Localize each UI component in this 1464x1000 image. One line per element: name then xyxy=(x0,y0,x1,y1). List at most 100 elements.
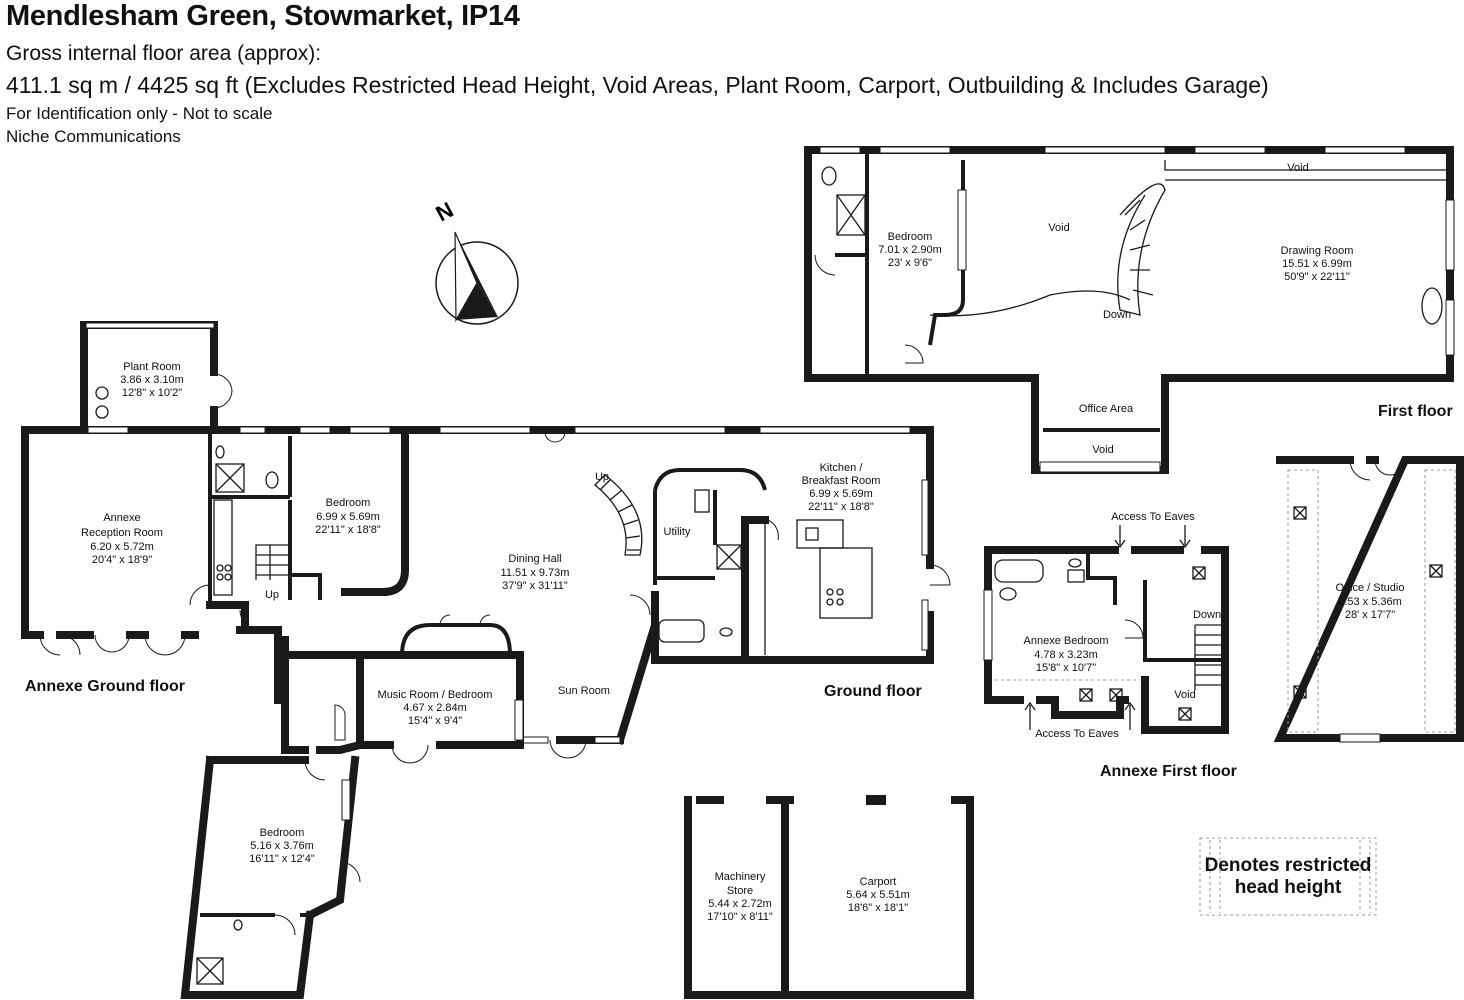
lower-bedroom-window xyxy=(341,779,351,821)
dining-stairs-up-label: Up xyxy=(595,471,609,483)
annexe-basin xyxy=(215,445,225,459)
carport-name: Carport xyxy=(860,876,897,888)
first-bedroom-door xyxy=(904,344,924,364)
area-subtitle: Gross internal floor area (approx): xyxy=(6,42,322,65)
annexe-shower-cross xyxy=(215,463,245,493)
access-eaves-bottom-label: Access To Eaves xyxy=(1035,728,1119,740)
dining-hall-imperial: 37'9" x 31'11" xyxy=(502,580,568,592)
annexe-bedroom-imperial: 15'8" x 10'7" xyxy=(1036,662,1096,674)
dining-right-wall xyxy=(615,591,659,745)
first-stair-treads xyxy=(1124,199,1154,296)
ground-bedroom-metric: 6.99 x 5.69m xyxy=(316,511,380,523)
music-room-name: Music Room / Bedroom xyxy=(378,689,493,701)
kitchen-name2: Breakfast Room xyxy=(802,475,881,487)
dining-stair-treads xyxy=(599,479,641,551)
kitchen-window-top xyxy=(759,426,911,434)
ground-bedroom-imperial: 22'11" x 18'8" xyxy=(315,524,381,536)
kitchen-island xyxy=(819,547,873,619)
music-room-curve xyxy=(400,623,512,656)
bedroom-void-wall xyxy=(928,160,965,346)
sun-room-name: Sun Room xyxy=(558,685,610,697)
legend-text-line2: head height xyxy=(1235,877,1342,898)
kitchen-sink-unit xyxy=(796,519,844,549)
annexe-shower xyxy=(215,463,245,493)
dining-window-2 xyxy=(574,426,726,434)
eaves-arrows-top xyxy=(1114,525,1191,549)
utility-name: Utility xyxy=(664,526,691,538)
bathroom-door xyxy=(629,594,651,616)
legend-text-line1: Denotes restricted xyxy=(1205,855,1372,876)
annexe-first-stairs xyxy=(1194,624,1225,690)
kitchen-window-right-2 xyxy=(921,599,929,651)
first-window-2 xyxy=(879,146,951,154)
annexe-first-wc xyxy=(999,587,1017,601)
kitchen-metric: 6.99 x 5.69m xyxy=(809,488,873,500)
dining-stairs xyxy=(594,474,643,556)
ground-floor-label: Ground floor xyxy=(824,683,922,700)
annexe-first-floor xyxy=(983,525,1229,734)
dining-hall-metric: 11.51 x 9.73m xyxy=(501,567,570,579)
music-room-window xyxy=(514,699,524,741)
machinery-store-name2: Store xyxy=(727,885,753,897)
drawing-room-imperial: 50'9" x 22'11" xyxy=(1284,271,1350,283)
first-window-5 xyxy=(1324,146,1406,154)
ground-floor: Up xyxy=(180,426,951,999)
plant-tank-1 xyxy=(95,386,109,400)
utility-top xyxy=(653,468,767,491)
outbuildings xyxy=(684,795,974,999)
annexe-void-label: Void xyxy=(1174,689,1195,701)
annexe-bedroom-name: Annexe Bedroom xyxy=(1024,635,1109,647)
first-floor xyxy=(804,146,1455,474)
disclaimer: For Identification only - Not to scale xyxy=(6,104,273,123)
music-room-doors xyxy=(391,744,429,764)
carport-imperial: 18'6" x 18'1" xyxy=(848,902,908,914)
machinery-store-imperial: 17'10" x 8'11" xyxy=(707,911,773,923)
lower-bedroom-name: Bedroom xyxy=(260,827,305,839)
plant-room-metric: 3.86 x 3.10m xyxy=(120,374,184,386)
annexe-rooflight-1 xyxy=(1079,688,1093,702)
annexe-left-wall xyxy=(21,426,44,639)
dining-window-1 xyxy=(439,426,531,434)
bedroom-curved-wall xyxy=(341,426,409,596)
lower-bedroom-door xyxy=(339,861,361,883)
compass-needle-tail xyxy=(456,283,498,320)
top-void-label: Void xyxy=(1287,162,1308,174)
kitchen-inner-door xyxy=(767,519,779,541)
plant-room-door xyxy=(213,373,233,409)
music-wardrobe-doors xyxy=(439,614,491,626)
first-window-3 xyxy=(1044,146,1166,154)
floor-area: 411.1 sq m / 4425 sq ft (Excludes Restri… xyxy=(6,72,1269,98)
first-bedroom-imperial: 23' x 9'6" xyxy=(888,257,932,269)
annexe-inner-door xyxy=(189,584,211,606)
carport-metric: 5.64 x 5.51m xyxy=(846,889,910,901)
plant-tank-2 xyxy=(95,405,109,419)
annexe-stairs-up-label: Up xyxy=(265,589,279,601)
annexe-window-3 xyxy=(299,426,331,434)
annexe-first-window xyxy=(983,589,993,661)
annexe-reception-name2: Reception Room xyxy=(81,527,163,539)
machinery-store-name: Machinery xyxy=(715,871,766,883)
annexe-window-2 xyxy=(239,426,266,434)
first-window-right xyxy=(1445,199,1455,271)
annexe-first-left xyxy=(984,546,1129,719)
first-wc xyxy=(821,166,837,186)
first-stairs-down-label: Down xyxy=(1103,309,1131,321)
ground-bedroom-name: Bedroom xyxy=(326,497,371,509)
office-area-label: Office Area xyxy=(1079,403,1134,415)
utility-sink xyxy=(694,489,710,513)
bathroom-basin xyxy=(719,627,733,637)
sun-french-doors xyxy=(549,739,587,759)
lower-bedroom-imperial: 16'11" x 12'4" xyxy=(249,853,315,865)
office-studio-imperial: 28' x 17'7" xyxy=(1345,609,1395,621)
lower-hall-door xyxy=(304,759,326,781)
room-labels: Plant Room 3.86 x 3.10m 12'8" x 10'2" An… xyxy=(81,162,1404,923)
annexe-french-doors xyxy=(39,634,186,656)
legend xyxy=(1199,837,1377,916)
eaves-arrows-bottom xyxy=(1024,701,1136,730)
plant-room-imperial: 12'8" x 10'2" xyxy=(122,387,182,399)
compass-north-label: N xyxy=(432,197,458,227)
lower-ensuite-shower xyxy=(196,957,224,985)
annexe-first-bath xyxy=(994,559,1044,583)
annexe-stairs xyxy=(255,544,291,580)
